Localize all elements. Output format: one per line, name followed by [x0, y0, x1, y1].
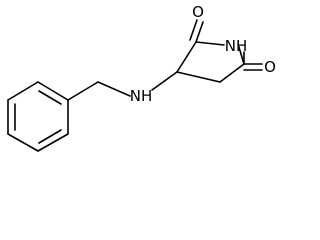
- atom-oxygen-top: O: [192, 3, 204, 21]
- bond-ring-double-2: [38, 129, 62, 144]
- bond-n1-c5-join: [237, 43, 245, 65]
- bond-nh-to-c3: [151, 71, 178, 91]
- bond-ring-1: [37, 81, 69, 101]
- carbonyl-right: [243, 63, 263, 71]
- succinimide-ring: [176, 41, 245, 83]
- atom-imide-nh: NH: [225, 37, 248, 55]
- chemical-structure: O NH O NH: [7, 3, 276, 152]
- atom-oxygen-right: O: [264, 58, 276, 76]
- carbonyl-top: [189, 19, 204, 43]
- benzene-ring: [7, 81, 69, 152]
- bond-c2-o-2: [189, 19, 198, 41]
- bond-ch2-to-nh: [97, 81, 131, 97]
- bond-ring-to-ch2: [67, 81, 99, 101]
- bond-c5-c4: [219, 63, 245, 83]
- bond-ring-double-1: [38, 90, 62, 105]
- bond-ring-6: [7, 81, 39, 101]
- bond-ring-3: [37, 133, 69, 152]
- atom-amine-nh: NH: [130, 87, 153, 105]
- bond-c3-c2: [176, 41, 197, 73]
- bond-c2-o-1: [195, 21, 204, 43]
- structure-canvas: O NH O NH: [7, 3, 276, 152]
- bond-ring-4: [7, 133, 39, 152]
- bond-c4-c3: [176, 71, 221, 83]
- bond-c2-n1: [195, 41, 225, 46]
